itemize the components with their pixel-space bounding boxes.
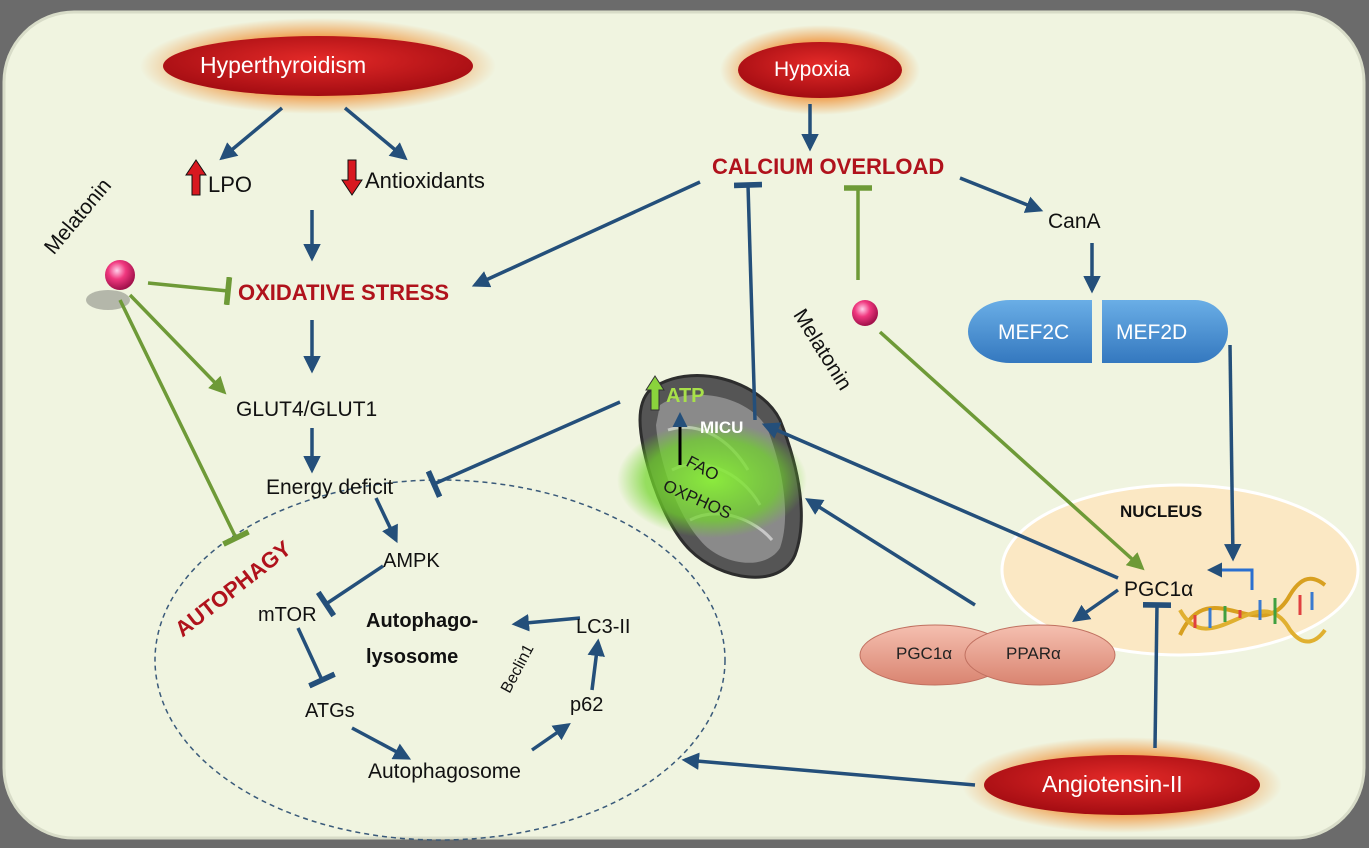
atgs-label: ATGs: [305, 700, 355, 722]
inhibition-lines: [296, 181, 1172, 749]
glut-label: GLUT4/GLUT1: [236, 398, 378, 421]
pgc1a-complex-label: PGC1α: [896, 644, 953, 663]
up-arrow-icon: [185, 159, 207, 196]
autophagolysosome-label-line1: Autophago-: [366, 610, 479, 632]
up-arrow-icon: [645, 375, 665, 411]
pgc1a-nucleus-label: PGC1α: [1124, 578, 1194, 601]
hypoxia-label: Hypoxia: [774, 58, 850, 81]
cana-label: CanA: [1048, 210, 1101, 233]
ppara-complex-label: PPARα: [1006, 644, 1061, 663]
dna-helix-icon: [1178, 576, 1327, 644]
angiotensin-pill: [962, 737, 1282, 833]
calcium-overload-label: CALCIUM OVERLOAD: [712, 154, 945, 179]
antioxidants-label: Antioxidants: [365, 168, 485, 193]
autophagolysosome-label-line2: lysosome: [366, 646, 459, 668]
energy-deficit-label: Energy deficit: [266, 476, 394, 499]
mef2c-label: MEF2C: [998, 321, 1070, 344]
pathway-arrows: [219, 104, 1242, 787]
atp-label: ATP: [666, 385, 705, 407]
angiotensin-label: Angiotensin-II: [1042, 771, 1183, 797]
melatonin-molecule-icon: [86, 260, 135, 310]
mef2d-label: MEF2D: [1116, 321, 1188, 344]
hyperthyroidism-label: Hyperthyroidism: [200, 52, 367, 78]
hyperthyroidism-pill: [140, 18, 496, 114]
p62-label: p62: [570, 694, 604, 716]
micu-label: MICU: [700, 418, 744, 437]
oxidative-stress-label: OXIDATIVE STRESS: [238, 280, 450, 305]
mef2c-shape: [968, 300, 1092, 363]
lc3-label: LC3-II: [576, 616, 631, 638]
ampk-label: AMPK: [383, 550, 440, 572]
nucleus-label: NUCLEUS: [1120, 502, 1203, 521]
melatonin-molecule-icon: [852, 300, 878, 326]
melatonin-arrows: [118, 185, 1145, 571]
autophagosome-label: Autophagosome: [368, 760, 521, 783]
down-arrow-icon: [341, 159, 363, 196]
mtor-label: mTOR: [258, 604, 317, 626]
mef2d-shape: [1102, 300, 1229, 363]
gene-activation-arrow: [1207, 562, 1254, 590]
pgc1a-ppara-complex: [859, 624, 1116, 686]
lpo-label: LPO: [208, 172, 253, 197]
hypoxia-pill: [720, 25, 920, 115]
